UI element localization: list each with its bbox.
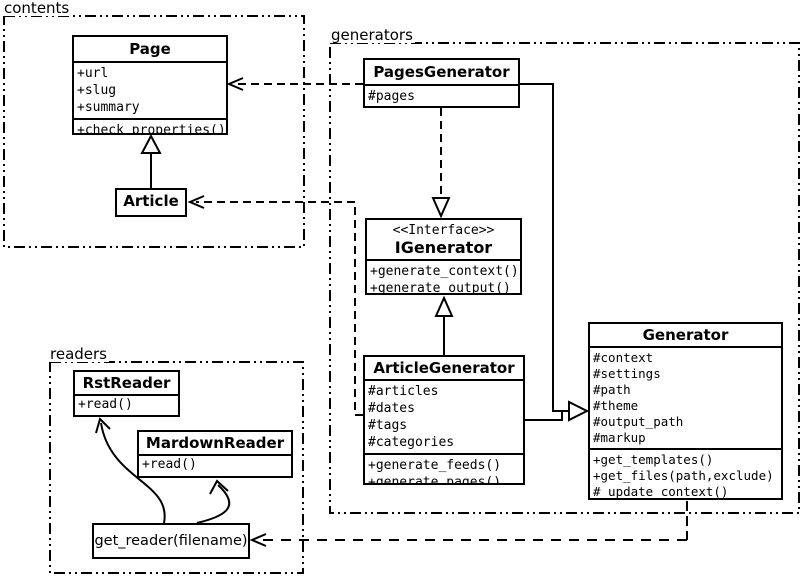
class-title-generator: Generator	[642, 326, 729, 344]
class-box-pages-generator: PagesGenerator #pages	[363, 58, 520, 108]
attribute-row: #output_path	[593, 414, 684, 429]
class-methods-article-generator: +generate_feeds() +generate_pages()	[365, 453, 523, 485]
class-methods-rst-reader: +read()	[75, 394, 178, 413]
class-title-rst-reader: RstReader	[82, 374, 171, 392]
class-box-generator: Generator #context #settings #path #them…	[588, 322, 783, 500]
edge-pagesgenerator-to-page-dependency	[226, 77, 363, 91]
attribute-row: +url	[77, 66, 109, 81]
method-row: +generate_pages()	[368, 475, 502, 485]
attribute-row: #settings	[593, 366, 661, 381]
attribute-row: #dates	[368, 401, 415, 416]
attribute-row: +slug	[77, 83, 117, 98]
edge-pagesgenerator-to-igenerator-realization	[431, 108, 451, 219]
class-box-mardown-reader: MardownReader +read()	[137, 430, 293, 478]
class-title-igenerator: IGenerator	[394, 238, 493, 257]
package-border-readers	[49, 361, 304, 574]
class-title-mardown-reader: MardownReader	[145, 434, 285, 452]
class-attributes-page: +url +slug +summary	[74, 61, 226, 118]
class-box-rst-reader: RstReader +read()	[73, 370, 180, 417]
edge-generators-to-generator-generalization	[520, 83, 590, 422]
attribute-row: #markup	[593, 430, 646, 445]
method-row: +generate_output()	[370, 281, 511, 295]
class-title-article-generator: ArticleGenerator	[373, 359, 515, 377]
method-row: #_update_context()	[593, 484, 729, 499]
class-attributes-article-generator: #articles #dates #tags #categories	[365, 379, 523, 453]
edge-articlegenerator-to-article-dependency	[187, 195, 363, 416]
method-row: +get_templates()	[593, 452, 714, 467]
function-box-get-reader: get_reader(filename)	[92, 523, 250, 559]
class-box-page: Page +url +slug +summary +check_properti…	[72, 35, 228, 135]
class-attributes-generator: #context #settings #path #theme #output_…	[590, 346, 781, 448]
stereotype-interface: <<Interface>>	[392, 223, 495, 238]
package-label-contents: contents	[2, 0, 72, 17]
edge-generator-to-getreader-dependency	[249, 501, 688, 547]
method-row: +get_files(path,exclude)	[593, 468, 774, 483]
attribute-row: +summary	[77, 100, 140, 115]
class-header-igenerator: <<Interface>> IGenerator	[367, 220, 520, 259]
package-label-readers: readers	[48, 345, 109, 363]
class-methods-page: +check_properties()	[74, 118, 226, 135]
attribute-row: #tags	[368, 418, 408, 433]
class-title-pages-generator: PagesGenerator	[373, 63, 510, 81]
package-border-contents	[3, 15, 305, 248]
method-row: +generate_feeds()	[368, 458, 502, 473]
attribute-row: #pages	[368, 89, 415, 104]
package-label-generators: generators	[329, 26, 415, 44]
attribute-row: #context	[593, 350, 654, 365]
method-row: +generate_context()	[370, 264, 519, 279]
edge-getreader-to-rstreader-arrow	[95, 417, 166, 524]
method-row: +check_properties()	[77, 123, 226, 135]
class-title-page: Page	[129, 40, 171, 58]
class-box-article: Article	[115, 188, 187, 217]
method-row: +read()	[142, 457, 197, 472]
class-methods-generator: +get_templates() +get_files(path,exclude…	[590, 448, 781, 499]
class-box-article-generator: ArticleGenerator #articles #dates #tags …	[363, 355, 525, 485]
edge-article-to-page-generalization	[140, 133, 162, 188]
class-box-igenerator: <<Interface>> IGenerator +generate_conte…	[365, 218, 522, 295]
edge-articlegenerator-to-igenerator-generalization	[434, 295, 454, 355]
class-methods-igenerator: +generate_context() +generate_output()	[367, 259, 520, 295]
class-title-article: Article	[123, 192, 179, 210]
class-attributes-pages-generator: #pages	[365, 84, 518, 106]
function-label-get-reader: get_reader(filename)	[94, 533, 248, 549]
attribute-row: #articles	[368, 384, 439, 399]
class-methods-mardown-reader: +read()	[139, 454, 291, 473]
attribute-row: #categories	[368, 435, 455, 450]
attribute-row: #path	[593, 382, 631, 397]
package-border-generators	[329, 42, 800, 514]
edge-getreader-to-mardownreader-arrow	[196, 479, 231, 524]
method-row: +read()	[78, 397, 133, 412]
attribute-row: #theme	[593, 398, 639, 413]
